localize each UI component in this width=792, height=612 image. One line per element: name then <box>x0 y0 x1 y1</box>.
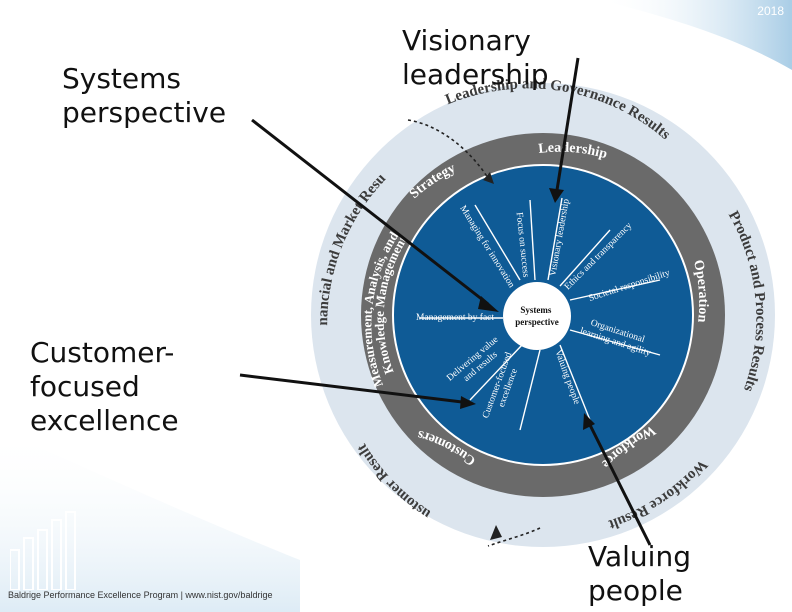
arrow-valuing-people <box>588 424 652 546</box>
slide-footer: Baldrige Performance Excellence Program … <box>8 590 273 600</box>
arrowhead-valuing-people <box>583 413 595 430</box>
core-value-spokes <box>420 197 661 431</box>
top-right-swoosh <box>600 0 792 70</box>
callout-valuing-people: Valuing people <box>588 540 691 607</box>
arrowhead-systems-perspective <box>478 296 499 312</box>
arrow-visionary-leadership <box>555 57 580 191</box>
arrow-systems-perspective <box>251 118 489 306</box>
arrowhead-visionary-leadership <box>549 188 564 203</box>
dotted-connector-bottom <box>487 527 541 547</box>
dotted-connector-top-arrowhead <box>483 172 494 184</box>
dotted-connector-bottom-arrowhead <box>490 525 502 540</box>
callout-systems-perspective: Systems perspective <box>62 62 227 129</box>
callout-visionary-leadership: Visionary leadership <box>402 24 549 91</box>
callout-customer-focused-excellence: Customer- focused excellence <box>30 336 179 437</box>
bar-chart-logo-icon <box>10 511 76 590</box>
slide-year: 2018 <box>757 4 784 18</box>
core-values-inner-ring <box>392 164 694 466</box>
hub-systems-perspective: Systems perspective <box>515 305 558 327</box>
systems-perspective-hub <box>503 282 571 350</box>
results-label-financial-market: Financial and Market Results <box>0 0 389 326</box>
arrowhead-customer-focused <box>460 396 476 409</box>
dotted-connector-top <box>407 119 489 179</box>
arrow-customer-focused <box>239 373 463 404</box>
core-value-management-by-fact: Management by fact <box>416 312 494 323</box>
